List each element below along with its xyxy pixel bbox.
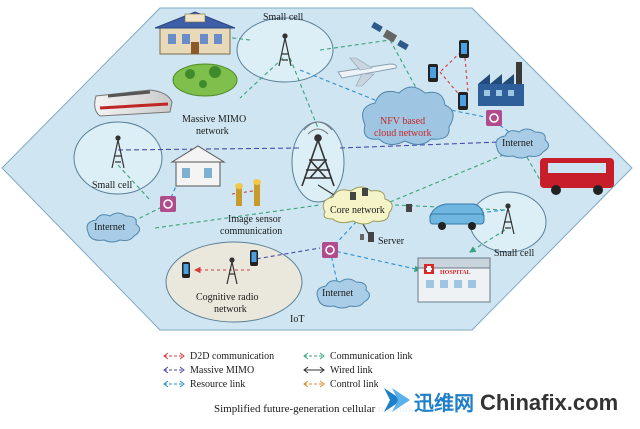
- cognitive-phone-icon-right: [250, 250, 258, 266]
- car-icon: [429, 203, 485, 230]
- watermark-brand-cn: 迅维网: [414, 391, 474, 415]
- legend: D2D communication Massive MIMO Resource …: [163, 351, 413, 390]
- satellite-icon: [371, 21, 409, 51]
- label-cognitive-1: Cognitive radio: [196, 292, 259, 303]
- label-massive-mimo-network: network: [196, 126, 229, 137]
- tower-icon-right: [501, 203, 515, 235]
- diagram-labels: Small cell Massive MIMO network Small ce…: [92, 12, 534, 325]
- legend-label-d2d: D2D communication: [190, 351, 274, 362]
- core-network-cloud: [322, 186, 393, 225]
- resource-hub-icon-right: [486, 110, 502, 126]
- train-icon: [94, 89, 173, 117]
- legend-item-control-link: Control link: [303, 379, 379, 390]
- label-small-cell-right: Small cell: [494, 248, 534, 259]
- airplane-icon: [337, 57, 397, 87]
- park-icon: [172, 63, 238, 97]
- label-image-sensor-2: communication: [220, 226, 282, 237]
- legend-item-massive-mimo: Massive MIMO: [163, 365, 254, 376]
- cognitive-phone-icon-left: [182, 262, 190, 278]
- smartphone-icon-top: [459, 40, 469, 58]
- smart-home-icon: [170, 145, 226, 187]
- label-nfv-2: cloud network: [374, 128, 432, 139]
- label-server: Server: [378, 236, 405, 247]
- label-massive-mimo: Massive MIMO: [182, 114, 246, 125]
- tower-icon-left: [111, 135, 125, 169]
- legend-label-massive-mimo: Massive MIMO: [190, 365, 254, 376]
- small-cell-left: [73, 121, 163, 195]
- diagram-caption: Simplified future-generation cellular ne…: [214, 403, 415, 415]
- massive-mimo-tower-icon: [301, 121, 335, 187]
- internet-cloud-right: [495, 128, 549, 159]
- label-iot: IoT: [290, 314, 304, 325]
- label-internet-left: Internet: [94, 222, 125, 233]
- tower-icon-top: [278, 33, 292, 67]
- watermark-logo-icon: [384, 388, 402, 412]
- watermark-brand-en: Chinafix.com: [480, 390, 618, 415]
- tower-icon-cognitive: [226, 257, 238, 285]
- cognitive-radio-network-cell: [165, 241, 303, 323]
- smartphone-icon-left: [428, 64, 438, 82]
- massive-mimo-cell: [291, 121, 345, 203]
- legend-label-communication-link: Communication link: [330, 351, 413, 362]
- legend-label-wired-link: Wired link: [330, 365, 373, 376]
- router-icon: [350, 188, 412, 212]
- internet-cloud-bottom: [316, 278, 370, 309]
- nfv-cloud: [362, 86, 454, 145]
- legend-label-control-link: Control link: [330, 379, 379, 390]
- smartphone-icon-bottom: [458, 92, 468, 110]
- resource-hub-icon-left: [160, 196, 176, 212]
- internet-cloud-left: [86, 212, 140, 243]
- legend-item-communication-link: Communication link: [303, 351, 413, 362]
- legend-item-wired-link: Wired link: [303, 365, 373, 376]
- bus-icon: [540, 158, 614, 195]
- label-internet-bottom: Internet: [322, 288, 353, 299]
- legend-item-resource-link: Resource link: [163, 379, 245, 390]
- label-small-cell-top: Small cell: [263, 12, 303, 23]
- label-nfv-1: NFV based: [380, 116, 425, 127]
- image-sensor-icon: [235, 179, 261, 206]
- label-image-sensor-1: Image sensor: [228, 214, 282, 225]
- legend-label-resource-link: Resource link: [190, 379, 245, 390]
- server-icon: [360, 232, 374, 242]
- hospital-sign-text: HOSPITAL: [440, 270, 471, 276]
- label-core-network: Core network: [330, 205, 385, 216]
- label-small-cell-left: Small cell: [92, 180, 132, 191]
- small-cell-top: [236, 17, 334, 83]
- resource-hub-icon-bottom: [322, 242, 338, 258]
- factory-icon: [478, 62, 524, 106]
- label-cognitive-2: network: [214, 304, 247, 315]
- hospital-icon: HOSPITAL: [417, 257, 491, 303]
- watermark: 迅维网 Chinafix.com: [378, 378, 640, 422]
- school-building-icon: [154, 11, 236, 55]
- legend-item-d2d: D2D communication: [163, 351, 274, 362]
- label-internet-right: Internet: [502, 138, 533, 149]
